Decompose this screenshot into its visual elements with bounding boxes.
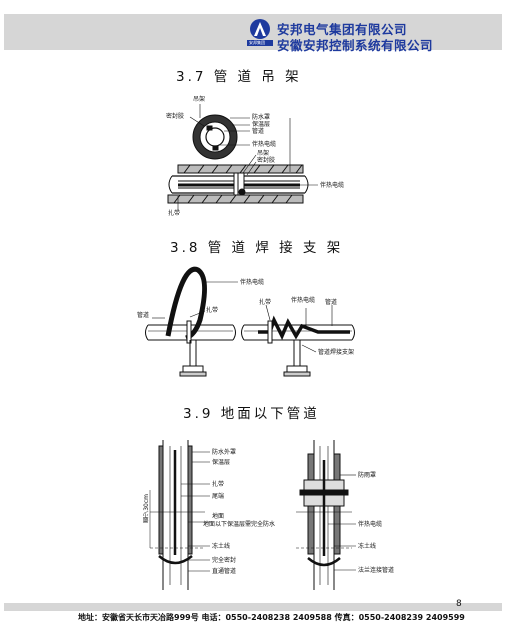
label-ground: 地面 — [212, 513, 225, 520]
label-heating-cable: 伴热电缆 — [252, 141, 277, 148]
label-straight-pipe: 直通管道 — [212, 568, 237, 575]
label-waterproof-outer-cover: 防水外罩 — [212, 449, 237, 456]
footer-band — [4, 603, 502, 611]
label-pipe-left: 管道 — [137, 312, 150, 319]
label-frost-line-left: 冻土线 — [212, 543, 231, 550]
section-title-underground-pipe: 3.9 地面以下管道 — [183, 406, 320, 422]
pipe-hanger-drawing — [167, 104, 318, 210]
label-cable-tie: 扎带 — [168, 210, 181, 217]
company-name-secondary: 安徽安邦控制系统有限公司 — [277, 38, 434, 53]
underground-pipe-drawing — [149, 440, 356, 590]
label-sealant-2: 密封胶 — [257, 157, 276, 164]
label-waterproof-cover: 防水罩 — [252, 114, 271, 121]
label-fully-sealed: 完全密封 — [212, 557, 237, 564]
label-rain-cover: 防雨罩 — [358, 472, 377, 479]
company-name-primary: 安邦电气集团有限公司 — [277, 22, 408, 37]
label-heating-cable-loop: 伴热电缆 — [240, 279, 265, 286]
label-flanged-pipe: 法兰连接管道 — [358, 567, 395, 574]
label-frost-line-right: 冻土线 — [358, 543, 377, 550]
footer-contact: 地址：安徽省天长市天冶路999号 电话：0550-2408238 2409588… — [78, 613, 465, 622]
welded-support-drawing — [145, 266, 355, 377]
label-welded-support: 管道焊接支架 — [318, 349, 355, 356]
label-cable-tie-left: 扎带 — [206, 307, 219, 314]
label-hanger-2: 吊架 — [257, 150, 270, 157]
label-cable-tie-right: 扎带 — [259, 299, 272, 306]
label-insulation-layer: 保温层 — [212, 459, 231, 466]
section-title-pipe-hanger: 3.7 管 道 吊 架 — [176, 69, 302, 85]
label-heating-cable-zigzag: 伴热电缆 — [291, 297, 316, 304]
label-min-depth: 最少30cm — [143, 494, 150, 523]
company-logo: 安邦集团 — [245, 17, 275, 47]
page-number: 8 — [456, 599, 462, 609]
label-pipe: 管道 — [252, 128, 265, 135]
label-insulation: 保温层 — [252, 121, 271, 128]
label-heating-cable-2: 伴热电缆 — [320, 182, 345, 189]
section-title-welded-support: 3.8 管 道 焊 接 支 架 — [170, 240, 344, 256]
label-heating-cable-underground: 伴热电缆 — [358, 521, 383, 528]
label-pipe-right: 管道 — [325, 299, 338, 306]
label-hanger: 吊架 — [193, 96, 206, 103]
label-sealant: 密封胶 — [166, 113, 185, 120]
logo-text: 安邦集团 — [249, 40, 265, 45]
label-underground-waterproof: 地面以下保温层需完全防水 — [203, 521, 276, 528]
label-cable-end: 尾端 — [212, 493, 225, 500]
label-cable-tie-underground: 扎带 — [212, 481, 225, 488]
